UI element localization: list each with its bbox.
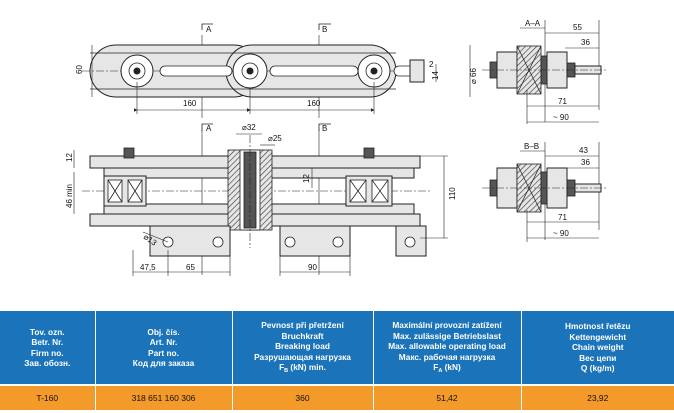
side-dim-90: 90 (308, 263, 317, 272)
section-aa-dim-diameter: ⌀ 66 (469, 68, 478, 84)
section-aa-dim-36: 36 (581, 38, 590, 47)
section-bb-dim-90: ~ 90 (553, 229, 569, 238)
table-row: T-160 318 651 160 306 360 51,42 23,92 (0, 384, 674, 410)
section-aa-dim-55: 55 (573, 23, 582, 32)
header-firm-no: Tov. ozn. Betr. Nr. Firm no. Зав. обозн. (0, 311, 95, 385)
side-section-a-label: A (206, 124, 212, 133)
side-dim-d32: ⌀32 (242, 123, 256, 132)
side-dim-12-left: 12 (65, 153, 74, 162)
section-bb-view: B–B 43 36 71 ~ 90 (482, 142, 608, 242)
cell-part-no: 318 651 160 306 (94, 384, 232, 410)
side-view: A B ⌀32 ⌀25 (65, 123, 457, 276)
side-dim-12-mid: 12 (302, 174, 311, 183)
top-view: A B 60 (75, 23, 440, 118)
specification-table: Tov. ozn. Betr. Nr. Firm no. Зав. обозн.… (0, 311, 674, 410)
cell-breaking-load: 360 (231, 384, 373, 410)
section-aa-view: A–A 55 36 ⌀ 66 71 ~ 90 (469, 19, 608, 124)
top-height-label: 60 (75, 65, 84, 74)
top-pitch-right-label: 160 (307, 99, 321, 108)
cell-operating-load: 51,42 (372, 384, 521, 410)
section-bb-title: B–B (524, 142, 539, 151)
side-section-b-label: B (322, 124, 327, 133)
side-dim-110: 110 (448, 187, 457, 200)
top-pin-right (357, 54, 391, 88)
top-section-a-label: A (206, 25, 212, 34)
side-dim-46min: 46 min (65, 184, 74, 208)
top-pin-middle (232, 53, 268, 89)
top-small-label: 14 (431, 71, 440, 80)
top-pitch-left-label: 160 (183, 99, 197, 108)
section-aa-dim-71: 71 (558, 97, 567, 106)
side-roller-left (103, 147, 147, 207)
cell-firm-no: T-160 (0, 384, 95, 410)
side-roller-right (345, 147, 393, 207)
table-header-row: Tov. ozn. Betr. Nr. Firm no. Зав. обозн.… (0, 311, 674, 385)
technical-drawing: A B 60 (65, 19, 608, 276)
header-operating-load: Maximální provozní zatížení Max. zulässi… (372, 311, 521, 385)
top-section-b-label: B (322, 25, 327, 34)
section-aa-dim-90: ~ 90 (553, 113, 569, 122)
section-bb-dim-36: 36 (581, 158, 590, 167)
header-breaking-load: Pevnost při přetržení Bruchkraft Breakin… (231, 311, 373, 385)
side-dim-d25: ⌀25 (268, 134, 282, 143)
side-dim-65: 65 (186, 263, 195, 272)
section-bb-dim-71: 71 (558, 213, 567, 222)
header-chain-weight: Hmotnost řetězu Kettengewicht Chain weig… (520, 311, 674, 385)
side-dim-47-5: 47,5 (140, 263, 156, 272)
header-part-no: Obj. čís. Art. Nr. Part no. Код для зака… (94, 311, 232, 385)
top-thickness-label: 2 (429, 60, 434, 69)
cell-chain-weight: 23,92 (520, 384, 674, 410)
side-roller-middle-section (227, 135, 273, 248)
section-aa-title: A–A (525, 19, 541, 28)
section-bb-dim-43: 43 (579, 146, 588, 155)
